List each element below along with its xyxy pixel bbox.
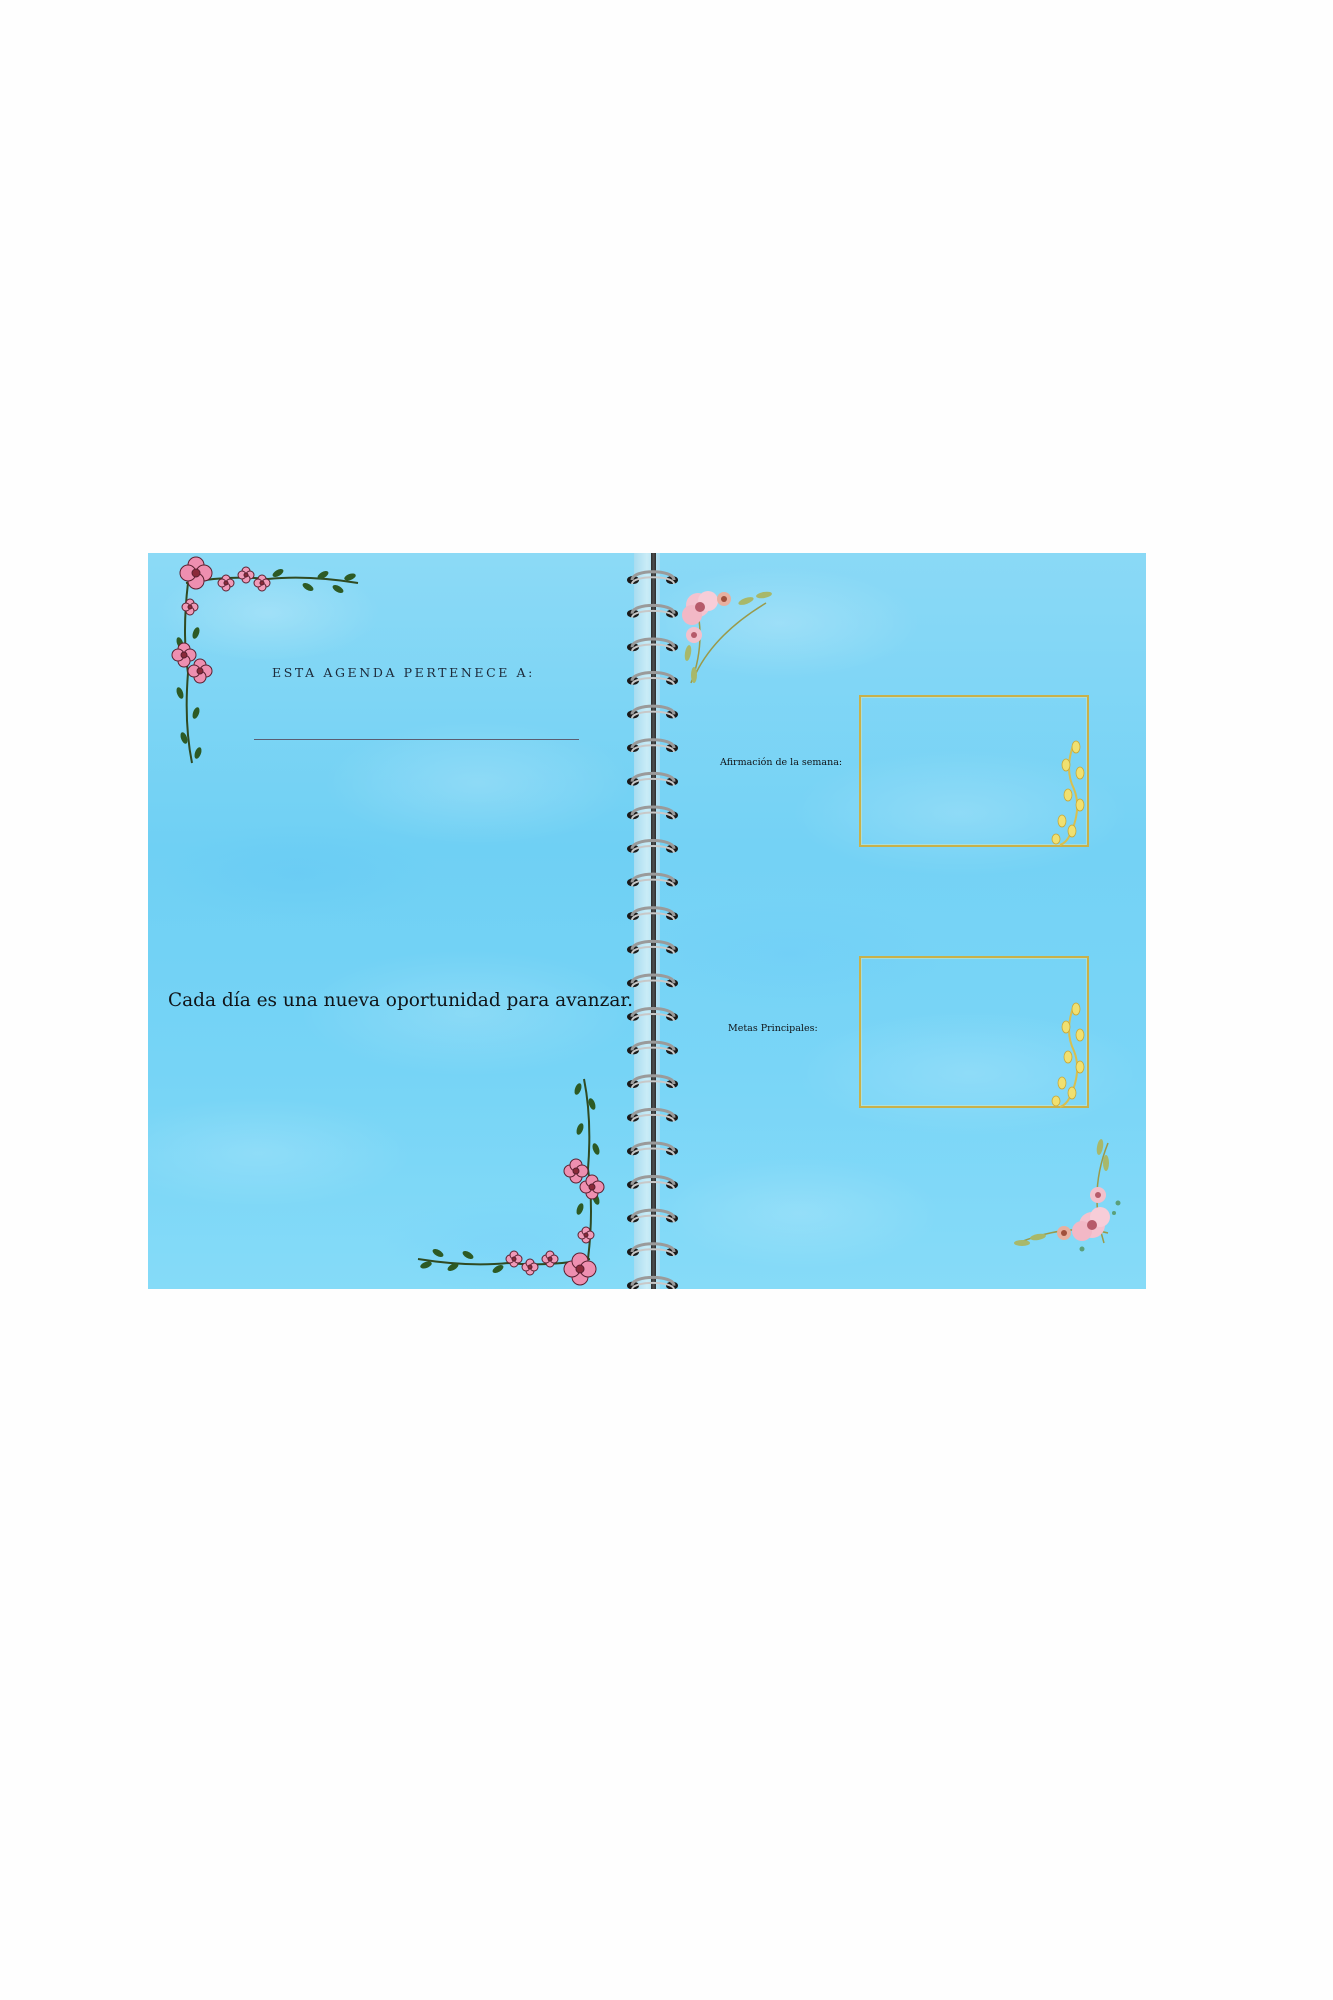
- spine: [634, 553, 660, 1289]
- goals-box[interactable]: [859, 956, 1089, 1108]
- affirmation-box[interactable]: [859, 695, 1089, 847]
- affirmation-label: Afirmación de la semana:: [720, 757, 843, 768]
- goals-label: Metas Principales:: [728, 1023, 818, 1034]
- spine-wire: [651, 553, 656, 1289]
- flower-bouquet-icon: [1014, 1139, 1121, 1252]
- owner-label: ESTA AGENDA PERTENECE A:: [272, 665, 535, 680]
- gold-vine-icon: [1051, 740, 1085, 846]
- floral-corner-icon: [171, 556, 359, 764]
- planner-spread: ESTA AGENDA PERTENECE A: Cada día es una…: [148, 553, 1146, 1289]
- floral-corner-icon: [417, 1078, 605, 1286]
- motivational-quote: Cada día es una nueva oportunidad para a…: [168, 990, 634, 1011]
- flower-bouquet-icon: [682, 591, 772, 684]
- left-page: [148, 553, 634, 1289]
- owner-name-field[interactable]: [254, 739, 579, 740]
- gold-vine-icon: [1051, 1002, 1085, 1108]
- right-page: [660, 553, 1146, 1289]
